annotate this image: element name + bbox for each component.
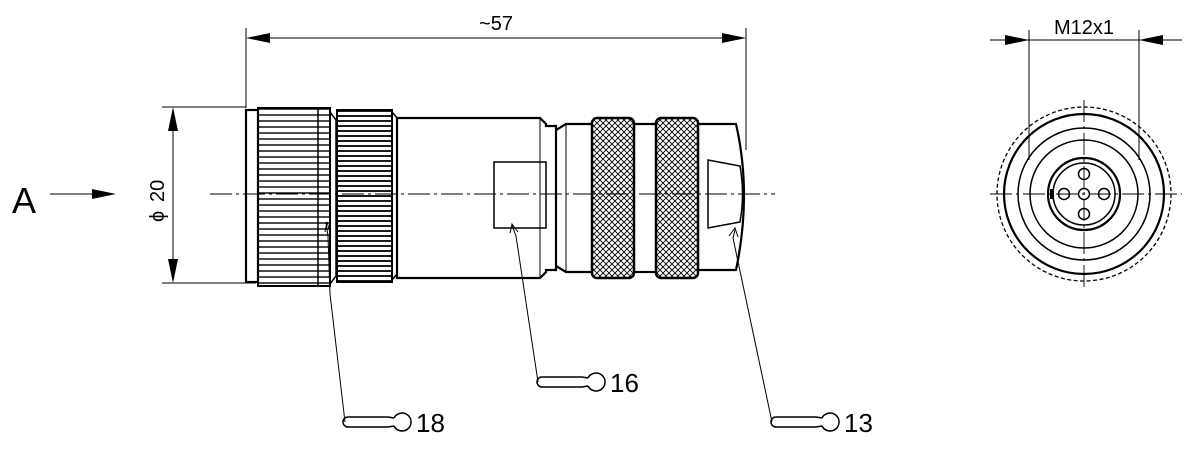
wrench-icon [770,412,840,432]
wrench-size-body: 16 [610,368,639,398]
view-arrow [50,189,116,199]
wrench-callout-body: 16 [536,368,639,398]
length-dimension [245,28,747,150]
cable-gland [696,122,746,272]
thread-label: M12x1 [1054,17,1114,39]
wrench-callout-gland: 13 [770,408,873,438]
diameter-dimension [162,106,256,284]
connector-body [395,116,594,280]
wrench-callout-nut: 18 [342,408,445,438]
coupling-nut [244,107,337,287]
wrench-icon [342,412,412,432]
wrench-size-nut: 18 [416,408,445,438]
wrench-icon [536,372,606,392]
diameter-label: ϕ 20 [147,180,169,222]
view-arrow-label: A [12,180,36,221]
overall-length-label: ~57 [479,13,513,35]
wrench-size-gland: 13 [844,408,873,438]
grip-sleeve [590,116,700,280]
leader-lines [324,221,773,423]
front-view: M12x1 [990,17,1182,290]
knurled-ring [336,109,398,283]
side-view: ~57 ϕ 20 A [12,13,873,438]
thread-dimension [990,30,1182,160]
diameter-symbol: ϕ [147,211,169,222]
diameter-value: 20 [147,180,169,202]
